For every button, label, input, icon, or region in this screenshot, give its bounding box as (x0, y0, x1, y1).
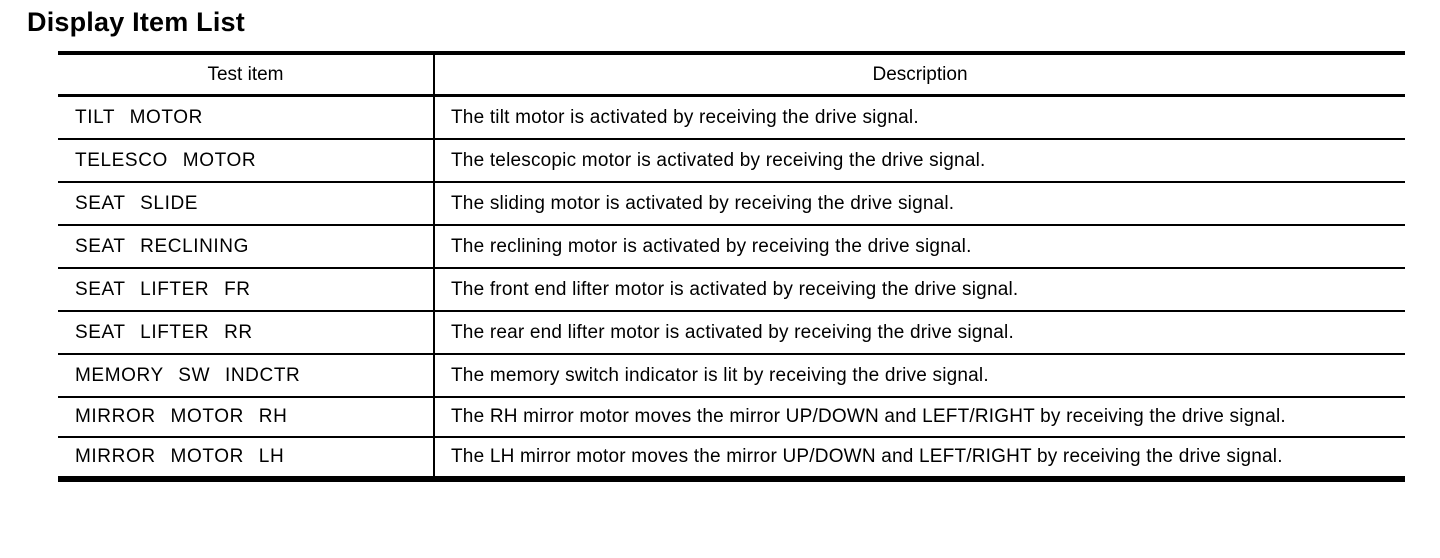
header-row: Test item Description (58, 53, 1405, 97)
description-cell: The telescopic motor is activated by rec… (434, 139, 1405, 183)
table-row: MIRROR MOTOR RH The RH mirror motor move… (58, 397, 1405, 438)
table-row: TELESCO MOTOR The telescopic motor is ac… (58, 139, 1405, 183)
description-cell: The RH mirror motor moves the mirror UP/… (434, 397, 1405, 438)
test-item-cell: MEMORY SW INDCTR (58, 354, 435, 398)
column-header-test-item: Test item (58, 53, 435, 97)
display-item-table: Test item Description TILT MOTOR The til… (58, 51, 1405, 482)
table-row: MIRROR MOTOR LH The LH mirror motor move… (58, 437, 1405, 482)
table-row: MEMORY SW INDCTR The memory switch indic… (58, 354, 1405, 398)
description-cell: The rear end lifter motor is activated b… (434, 311, 1405, 355)
test-item-cell: SEAT SLIDE (58, 182, 435, 226)
table-row: SEAT LIFTER RR The rear end lifter motor… (58, 311, 1405, 355)
description-cell: The LH mirror motor moves the mirror UP/… (434, 437, 1405, 482)
test-item-cell: MIRROR MOTOR LH (58, 437, 435, 482)
test-item-cell: TELESCO MOTOR (58, 139, 435, 183)
description-cell: The reclining motor is activated by rece… (434, 225, 1405, 269)
description-cell: The tilt motor is activated by receiving… (434, 95, 1405, 140)
test-item-cell: MIRROR MOTOR RH (58, 397, 435, 438)
table-row: SEAT RECLINING The reclining motor is ac… (58, 225, 1405, 269)
description-cell: The front end lifter motor is activated … (434, 268, 1405, 312)
table-header: Test item Description (58, 53, 1405, 97)
test-item-cell: SEAT LIFTER RR (58, 311, 435, 355)
table-row: TILT MOTOR The tilt motor is activated b… (58, 95, 1405, 140)
test-item-cell: SEAT RECLINING (58, 225, 435, 269)
table-row: SEAT SLIDE The sliding motor is activate… (58, 182, 1405, 226)
test-item-cell: SEAT LIFTER FR (58, 268, 435, 312)
description-cell: The memory switch indicator is lit by re… (434, 354, 1405, 398)
page-title: Display Item List (27, 7, 245, 37)
display-item-table-container: Test item Description TILT MOTOR The til… (58, 51, 1440, 482)
column-header-description: Description (434, 53, 1405, 97)
table-body: TILT MOTOR The tilt motor is activated b… (58, 95, 1405, 482)
table-row: SEAT LIFTER FR The front end lifter moto… (58, 268, 1405, 312)
description-cell: The sliding motor is activated by receiv… (434, 182, 1405, 226)
test-item-cell: TILT MOTOR (58, 95, 435, 140)
